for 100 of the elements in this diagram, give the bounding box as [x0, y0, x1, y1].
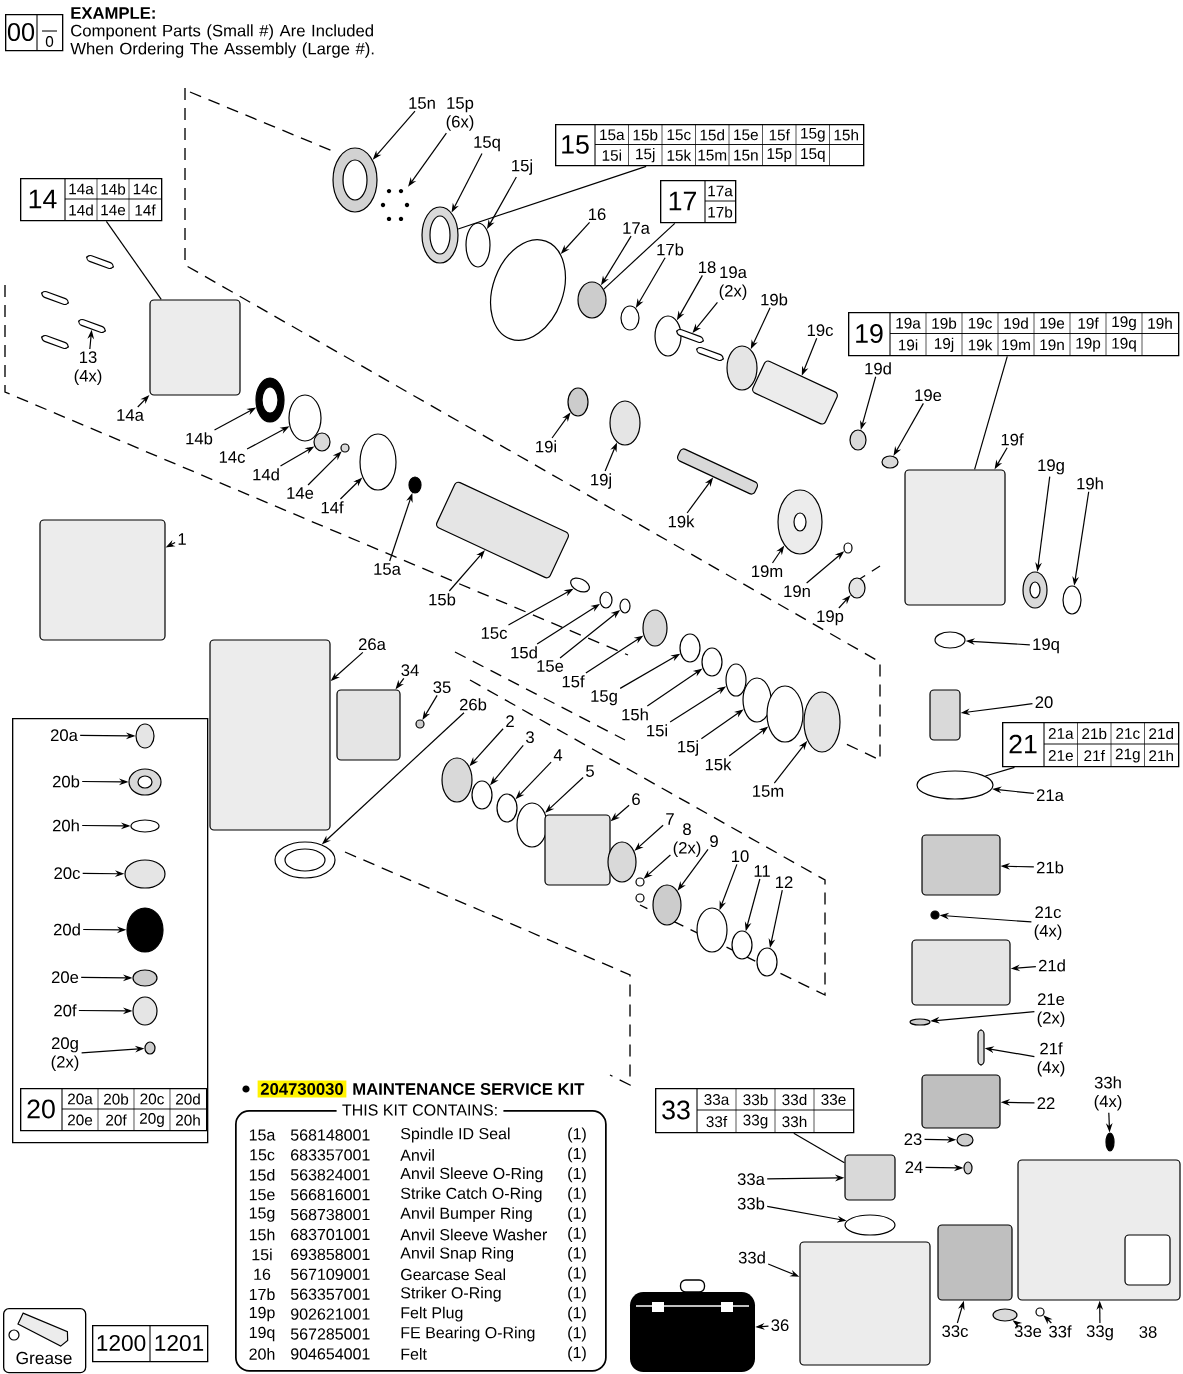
callout-number: 14d — [253, 468, 279, 481]
part-drawing — [726, 345, 758, 391]
callout-number: 15e — [537, 660, 564, 672]
callout-number: 20e — [51, 971, 79, 984]
callout-number: 11 — [754, 865, 770, 877]
callout-number: 1 — [178, 533, 186, 545]
part-drawing — [77, 318, 107, 334]
part-drawing — [126, 907, 164, 953]
part-id: 15a — [249, 1129, 276, 1141]
part-quantity: (1) — [568, 1207, 586, 1223]
part-drawing — [956, 1133, 974, 1147]
leader-line — [307, 451, 342, 486]
part-drawing — [849, 429, 867, 451]
part-description: Anvil Sleeve Washer — [400, 1228, 547, 1241]
part-number: 563357001 — [290, 1288, 370, 1300]
assembly-table: 33 33a 33b 33d 33e 33f 33g 33h — [655, 1087, 855, 1134]
leader-line — [984, 766, 1016, 777]
callout-number: 13 (4x) — [74, 351, 102, 386]
part-drawing — [635, 877, 645, 887]
part-id: 15h — [249, 1228, 275, 1241]
part-description: Anvil Sleeve O-Ring — [400, 1167, 543, 1183]
part-drawing — [85, 254, 115, 270]
part-drawing — [209, 639, 331, 831]
callout-number: 19c — [807, 324, 833, 337]
callout-number: 19m — [752, 565, 783, 578]
callout-number: 15f — [562, 675, 585, 688]
part-number: 683701001 — [291, 1228, 370, 1241]
callout-number: 19e — [915, 389, 942, 402]
callout-number: 20b — [52, 775, 80, 788]
part-drawing — [731, 930, 753, 960]
part-number: 567109001 — [290, 1268, 370, 1280]
part-drawing — [881, 455, 899, 469]
part-description: Striker O-Ring — [401, 1286, 501, 1302]
callout-number: 15m — [753, 785, 784, 797]
callout-number: 5 — [586, 765, 594, 777]
callout-number: 3 — [526, 731, 534, 744]
part-drawing — [577, 281, 607, 319]
part-quantity: (1) — [568, 1266, 586, 1282]
part-drawing — [471, 780, 493, 810]
note: Component Parts (Small #) Are Included When Ordering The Assembly (Large #). — [70, 24, 374, 58]
assembly-table: 19 19a 19b 19c 19d 19e 19f 19g 19h 19i 19j 19k 19m 19n 19p 19q — [848, 311, 1180, 357]
part-drawing — [408, 476, 422, 494]
part-description: Anvil — [400, 1149, 434, 1161]
part-quantity: (1) — [568, 1326, 586, 1342]
part-drawing — [756, 947, 778, 977]
part-id: 15e — [249, 1189, 275, 1201]
part-number: 563824001 — [290, 1169, 370, 1181]
callout-number: 15q — [474, 136, 500, 152]
callout-number: 20c — [54, 867, 80, 880]
callout-number: 33e — [1014, 1325, 1042, 1338]
part-drawing — [911, 939, 1011, 1006]
part-drawing — [415, 719, 425, 729]
part-drawing — [336, 689, 401, 761]
callout-number: 19d — [865, 362, 891, 375]
callout-number: 19g — [1038, 459, 1064, 475]
callout-number: 21f (4x) — [1037, 1042, 1065, 1077]
part-drawing — [1035, 1307, 1045, 1317]
part-id: 19q — [249, 1326, 275, 1342]
callout-number: 21e (2x) — [1037, 993, 1065, 1028]
part-drawing — [803, 691, 841, 753]
assembly-table: 14 14a 14b 14c 14d 14e 14f — [20, 177, 163, 222]
callout-number: 10 — [732, 850, 749, 863]
callout-number: 24 — [905, 1161, 923, 1173]
part-number: 693858001 — [291, 1248, 370, 1261]
node-label: 204730030 — [260, 1083, 344, 1095]
part-drawing — [255, 377, 285, 423]
part-drawing — [544, 814, 611, 886]
callout-number: 19k — [668, 515, 695, 528]
part-drawing — [904, 469, 1006, 606]
callout-number: 15g — [591, 690, 617, 706]
callout-number: 33a — [737, 1173, 765, 1186]
part-number: 902621001 — [291, 1308, 370, 1320]
callout-number: 15h — [622, 708, 648, 721]
part-quantity: (1) — [568, 1147, 586, 1163]
part-drawing — [844, 1154, 896, 1201]
part-quantity: (1) — [568, 1227, 586, 1242]
callout-number: 6 — [632, 793, 640, 806]
callout-number: 15k — [705, 758, 732, 771]
part-description: Anvil Bumper Ring — [400, 1207, 532, 1223]
part-drawing — [992, 1308, 1018, 1322]
part-drawing — [921, 834, 1001, 896]
part-description: Strike Catch O-Ring — [401, 1187, 542, 1203]
callout-number: 4 — [553, 749, 563, 761]
callout-number: 19p — [817, 610, 844, 626]
callout-number: 26b — [459, 698, 487, 711]
part-id: 15c — [250, 1149, 275, 1161]
assembly-table: 15 15a 15b 15c 15d 15e 15f 15g 15h 15i 15j 15k 15m 15n 15p 15q — [555, 123, 865, 167]
part-number: 566816001 — [290, 1189, 370, 1201]
callout-number: 21c (4x) — [1034, 906, 1062, 941]
callout-number: 16 — [589, 208, 606, 221]
part-drawing — [40, 334, 70, 350]
part-drawing — [654, 315, 682, 357]
leader-line — [448, 550, 485, 592]
part-drawing — [39, 519, 166, 641]
part-drawing — [642, 609, 668, 647]
leader-line — [545, 776, 584, 813]
callout-number: 20a — [50, 729, 78, 742]
part-drawing — [676, 448, 759, 495]
part-drawing — [380, 188, 410, 222]
callout-number: 15d — [511, 646, 537, 659]
